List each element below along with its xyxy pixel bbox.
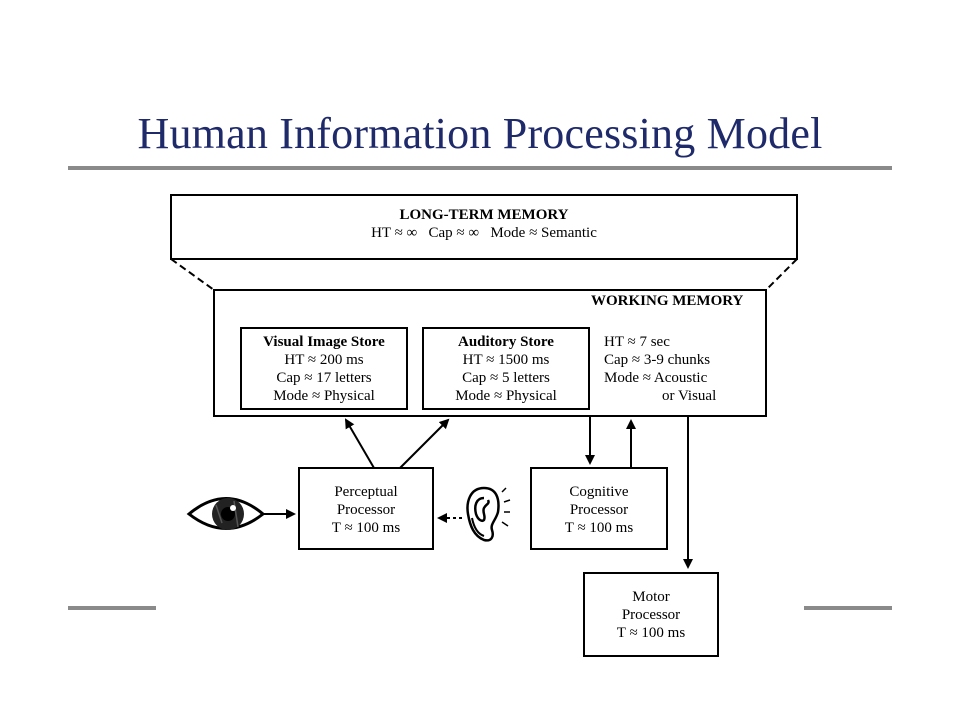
wm-cap: Cap ≈ 3-9 chunks xyxy=(604,352,711,368)
ltm-heading: LONG-TERM MEMORY xyxy=(399,207,569,223)
bottom-rule-right xyxy=(804,606,892,610)
ltm-params: HT ≈ ∞ Cap ≈ ∞ Mode ≈ Semantic xyxy=(371,225,597,241)
cognitive-sub: Processor xyxy=(569,502,629,518)
wm-mode-alt: or Visual xyxy=(662,388,717,404)
auditory-store-heading: Auditory Store xyxy=(458,334,554,350)
wm-heading: WORKING MEMORY xyxy=(591,293,744,309)
motor-processor-box: Motor Processor T ≈ 100 ms xyxy=(583,572,719,657)
auditory-store-mode: Mode ≈ Physical xyxy=(455,388,557,404)
visual-image-store-box: Visual Image Store HT ≈ 200 ms Cap ≈ 17 … xyxy=(240,327,408,410)
auditory-store-cap: Cap ≈ 5 letters xyxy=(462,370,550,386)
perceptual-label: Perceptual xyxy=(334,484,398,500)
visual-store-ht: HT ≈ 200 ms xyxy=(284,352,364,368)
title-underline xyxy=(68,166,892,170)
visual-store-mode: Mode ≈ Physical xyxy=(273,388,375,404)
wm-params: HT ≈ 7 sec Cap ≈ 3-9 chunks Mode ≈ Acous… xyxy=(604,333,716,405)
bottom-rule-left xyxy=(68,606,156,610)
ltm-wm-dashed-left xyxy=(170,258,215,291)
long-term-memory-box: LONG-TERM MEMORY HT ≈ ∞ Cap ≈ ∞ Mode ≈ S… xyxy=(170,194,798,260)
ltm-wm-dashed-right xyxy=(765,258,798,291)
page-title: Human Information Processing Model xyxy=(137,109,823,158)
wm-mode: Mode ≈ Acoustic xyxy=(604,370,708,386)
cognitive-processor-box: Cognitive Processor T ≈ 100 ms xyxy=(530,467,668,550)
eye-icon xyxy=(186,497,266,530)
auditory-store-box: Auditory Store HT ≈ 1500 ms Cap ≈ 5 lett… xyxy=(422,327,590,410)
motor-sub: Processor xyxy=(621,607,681,623)
perceptual-time: T ≈ 100 ms xyxy=(331,520,401,536)
motor-label: Motor xyxy=(632,589,670,605)
wm-ht: HT ≈ 7 sec xyxy=(604,334,670,350)
perceptual-sub: Processor xyxy=(336,502,396,518)
visual-store-heading: Visual Image Store xyxy=(263,334,385,350)
ear-icon xyxy=(466,486,511,542)
arrow-perceptual-to-auditory xyxy=(399,418,450,469)
perceptual-processor-box: Perceptual Processor T ≈ 100 ms xyxy=(298,467,434,550)
arrow-perceptual-to-visual xyxy=(344,418,375,469)
motor-time: T ≈ 100 ms xyxy=(616,625,686,641)
cognitive-label: Cognitive xyxy=(569,484,629,500)
cognitive-time: T ≈ 100 ms xyxy=(564,520,634,536)
visual-store-cap: Cap ≈ 17 letters xyxy=(276,370,372,386)
auditory-store-ht: HT ≈ 1500 ms xyxy=(462,352,550,368)
